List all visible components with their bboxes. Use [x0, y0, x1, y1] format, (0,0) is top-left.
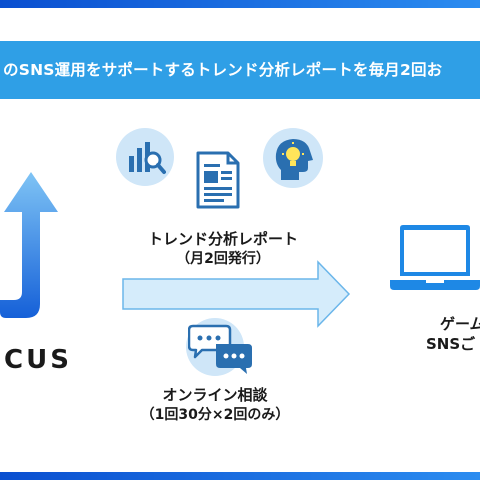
client-label-line1: ゲーム: [440, 315, 480, 333]
up-arrow-logo-icon: [0, 172, 58, 318]
laptop-icon: [390, 225, 480, 290]
logo-text: CUS: [4, 345, 72, 375]
report-subtitle: （月2回発行）: [176, 251, 270, 267]
consult-subtitle: （1回30分×2回のみ）: [140, 407, 290, 423]
consult-title: オンライン相談: [162, 386, 268, 404]
chat-bubbles-icon: [188, 324, 252, 374]
headline-banner: のSNS運用をサポートするトレンド分析レポートを毎月2回お: [0, 41, 480, 99]
banner-text: のSNS運用をサポートするトレンド分析レポートを毎月2回お: [3, 61, 443, 79]
chart-search-icon: [129, 142, 166, 174]
report-title: トレンド分析レポート: [147, 230, 298, 248]
right-arrow-icon: [122, 260, 351, 328]
top-accent-bar: [0, 0, 480, 8]
client-label-line2: SNSご: [426, 335, 476, 353]
bottom-accent-bar: [0, 472, 480, 480]
document-icon: [196, 151, 240, 209]
lightbulb-head-icon: [275, 139, 313, 180]
